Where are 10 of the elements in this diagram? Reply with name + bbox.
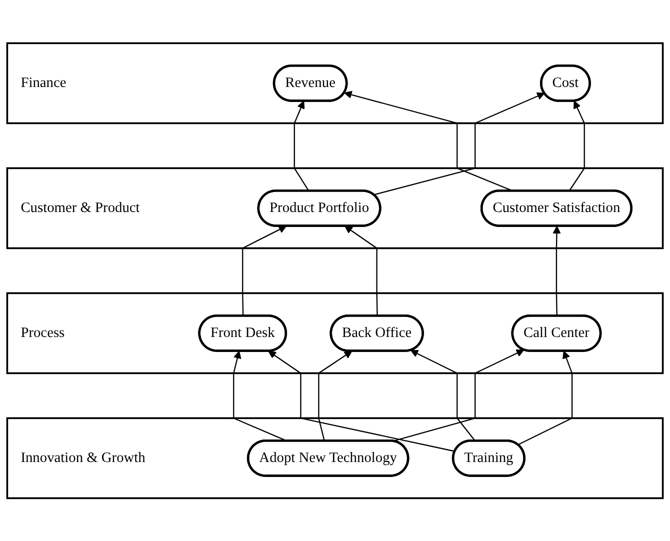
- arrow: [268, 350, 456, 452]
- arrow: [552, 226, 561, 316]
- arrow: [242, 226, 286, 316]
- arrow: [374, 92, 545, 196]
- arrow: [344, 226, 378, 316]
- arrow: [518, 350, 573, 446]
- arrow: [410, 350, 476, 442]
- arrow: [318, 350, 352, 442]
- arrow: [568, 100, 585, 192]
- arrow: [294, 100, 310, 192]
